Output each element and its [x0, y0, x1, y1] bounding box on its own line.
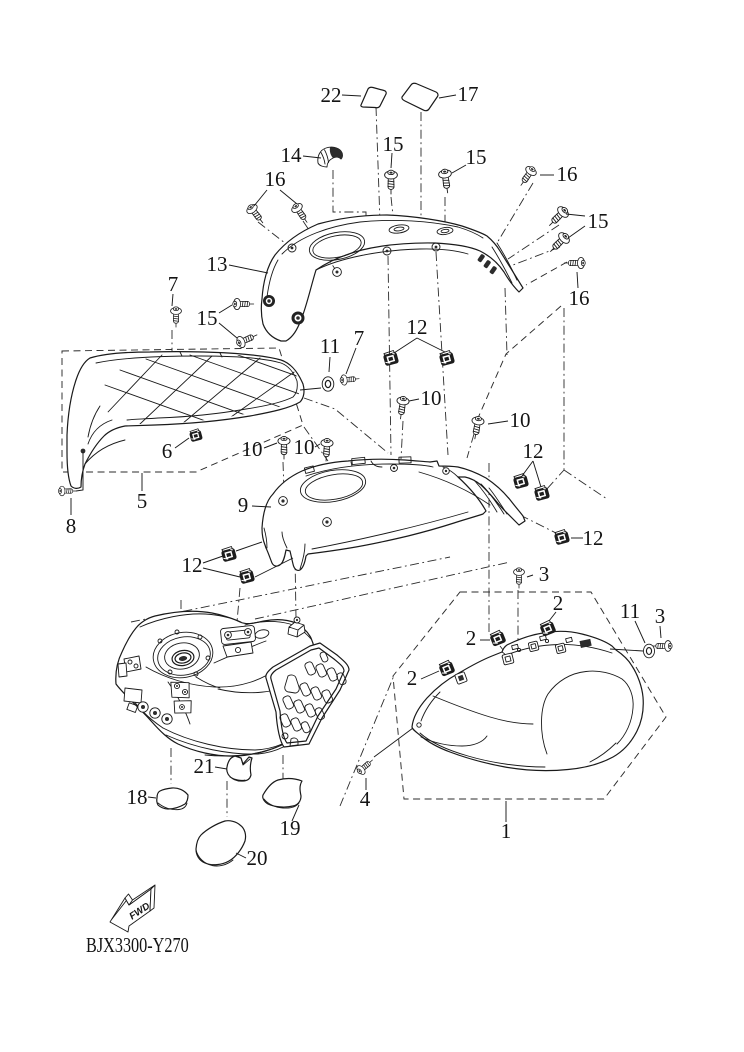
svg-text:10: 10: [294, 435, 315, 459]
svg-text:2: 2: [407, 666, 418, 690]
svg-text:2: 2: [466, 626, 477, 650]
svg-text:12: 12: [583, 526, 604, 550]
svg-text:2: 2: [553, 591, 564, 615]
svg-text:19: 19: [280, 816, 301, 840]
svg-text:8: 8: [66, 514, 77, 538]
svg-text:15: 15: [383, 132, 404, 156]
svg-text:6: 6: [162, 439, 173, 463]
svg-text:22: 22: [321, 83, 342, 107]
svg-text:20: 20: [247, 846, 268, 870]
svg-text:21: 21: [194, 754, 215, 778]
svg-text:10: 10: [510, 408, 531, 432]
svg-text:16: 16: [569, 286, 590, 310]
svg-text:9: 9: [238, 493, 249, 517]
svg-text:12: 12: [523, 439, 544, 463]
svg-text:17: 17: [458, 82, 479, 106]
svg-text:13: 13: [207, 252, 228, 276]
svg-text:3: 3: [655, 604, 666, 628]
svg-text:11: 11: [320, 334, 340, 358]
svg-text:15: 15: [197, 306, 218, 330]
svg-text:14: 14: [281, 143, 303, 167]
svg-text:BJX3300-Y270: BJX3300-Y270: [86, 934, 189, 957]
svg-text:15: 15: [588, 209, 609, 233]
svg-text:7: 7: [354, 326, 365, 350]
svg-text:15: 15: [466, 145, 487, 169]
svg-text:18: 18: [127, 785, 148, 809]
svg-text:16: 16: [557, 162, 578, 186]
svg-text:3: 3: [539, 562, 550, 586]
svg-text:7: 7: [168, 272, 179, 296]
svg-text:10: 10: [421, 386, 442, 410]
svg-text:4: 4: [360, 787, 371, 811]
svg-text:12: 12: [407, 315, 428, 339]
svg-text:11: 11: [620, 599, 640, 623]
svg-text:12: 12: [182, 553, 203, 577]
svg-text:1: 1: [501, 819, 512, 843]
svg-text:16: 16: [265, 167, 286, 191]
svg-text:5: 5: [137, 489, 148, 513]
svg-text:10: 10: [242, 437, 263, 461]
